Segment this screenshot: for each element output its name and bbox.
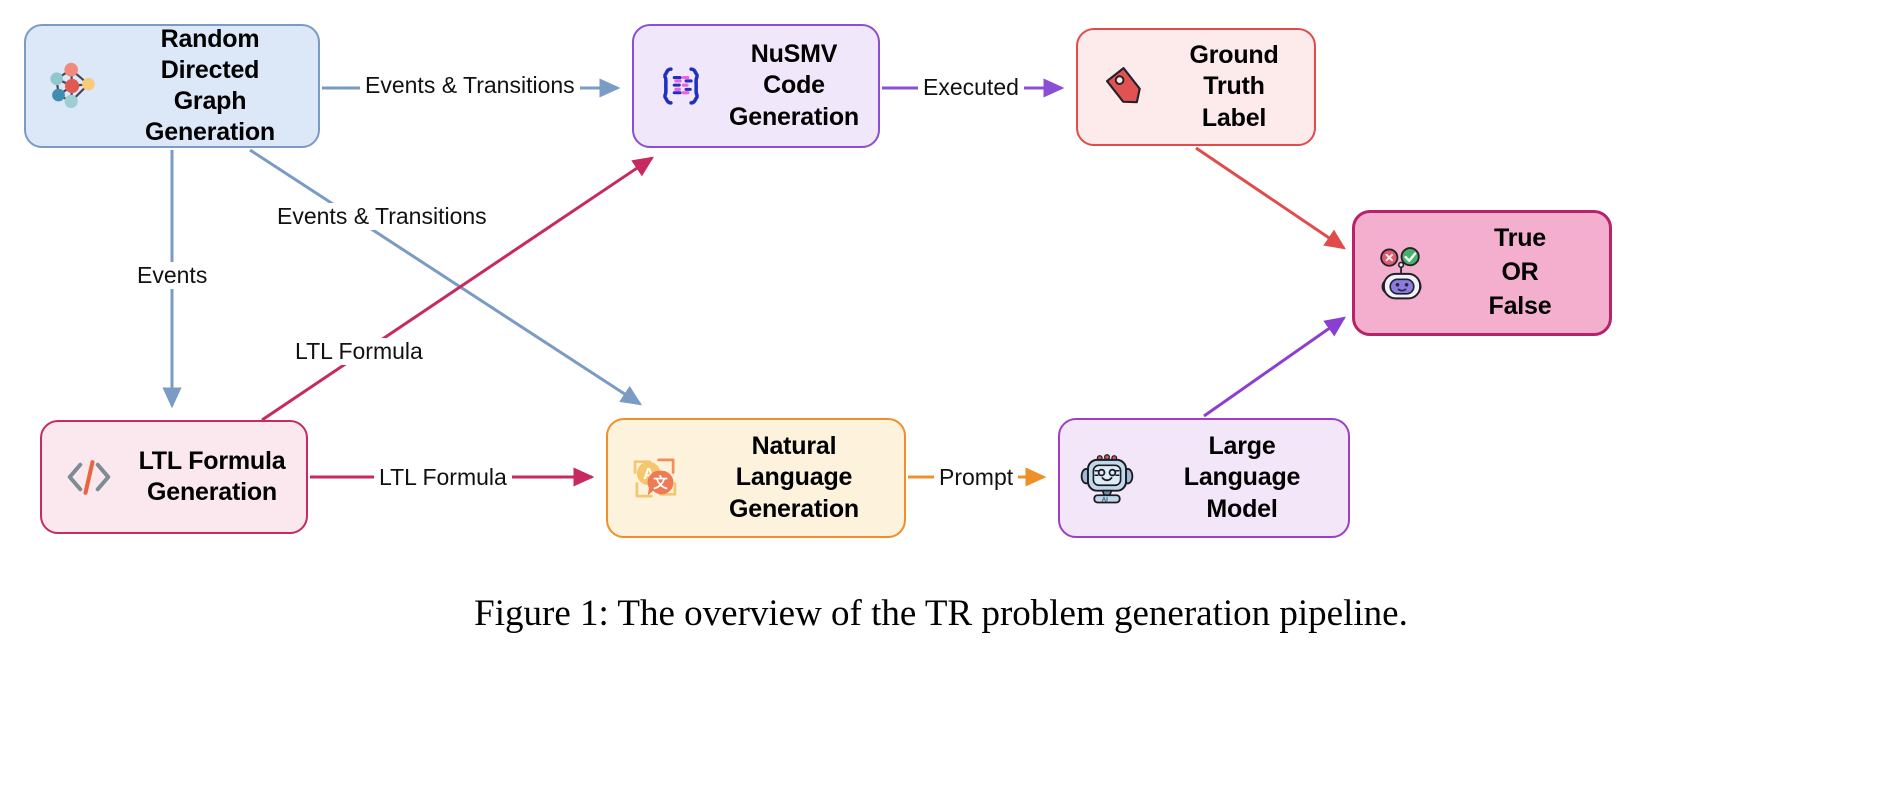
node-label: True OR False xyxy=(1488,224,1552,320)
edge-label-ltl-formula-diagonal: LTL Formula xyxy=(290,338,428,366)
node-ltl-formula-generation[interactable]: LTL Formula Generation xyxy=(40,420,308,534)
ai-robot-monitor-icon: AI xyxy=(1076,447,1138,509)
node-label: LTL Formula Generation xyxy=(138,446,286,506)
node-nusmv-code-generation[interactable]: NuSMV Code Generation xyxy=(632,24,880,148)
node-label: Random Directed Graph Generation xyxy=(145,24,275,147)
edge-label-events-transitions-diagonal: Events & Transitions xyxy=(272,203,492,231)
node-natural-language-generation[interactable]: A 文 Natural Language Generation xyxy=(606,418,906,538)
code-slash-icon xyxy=(58,446,120,508)
figure-caption: Figure 1: The overview of the TR problem… xyxy=(474,593,1408,634)
svg-text:A: A xyxy=(643,466,654,483)
node-label: NuSMV Code Generation xyxy=(729,40,859,131)
edge-ground-truth-to-result xyxy=(1195,146,1346,250)
edge-graph-to-nlg xyxy=(249,148,643,406)
node-ground-truth-label[interactable]: Ground Truth Label xyxy=(1076,28,1316,146)
node-true-or-false[interactable]: True OR False xyxy=(1352,210,1612,336)
svg-text:AI: AI xyxy=(1102,497,1109,504)
edge-label-events-transitions-top: Events & Transitions xyxy=(360,72,580,100)
node-random-directed-graph-generation[interactable]: Random Directed Graph Generation xyxy=(24,24,320,148)
edge-label-ltl-formula-bottom: LTL Formula xyxy=(374,464,512,492)
network-graph-icon xyxy=(42,55,104,117)
edge-label-events: Events xyxy=(132,262,213,290)
node-label: Large Language Model xyxy=(1183,432,1301,523)
node-large-language-model[interactable]: AI Large Language Model xyxy=(1058,418,1350,538)
node-label: Ground Truth Label xyxy=(1189,41,1279,132)
translate-icon: A 文 xyxy=(624,447,686,509)
code-braces-icon xyxy=(650,55,712,117)
svg-text:文: 文 xyxy=(653,474,668,492)
edge-ltl-to-nusmv xyxy=(261,156,654,422)
robot-verdict-icon xyxy=(1371,242,1433,304)
price-tag-icon xyxy=(1094,56,1156,118)
edge-label-executed: Executed xyxy=(918,74,1024,102)
node-label: Natural Language Generation xyxy=(729,432,859,523)
edge-label-prompt: Prompt xyxy=(934,464,1019,492)
edge-llm-to-result xyxy=(1203,316,1346,418)
